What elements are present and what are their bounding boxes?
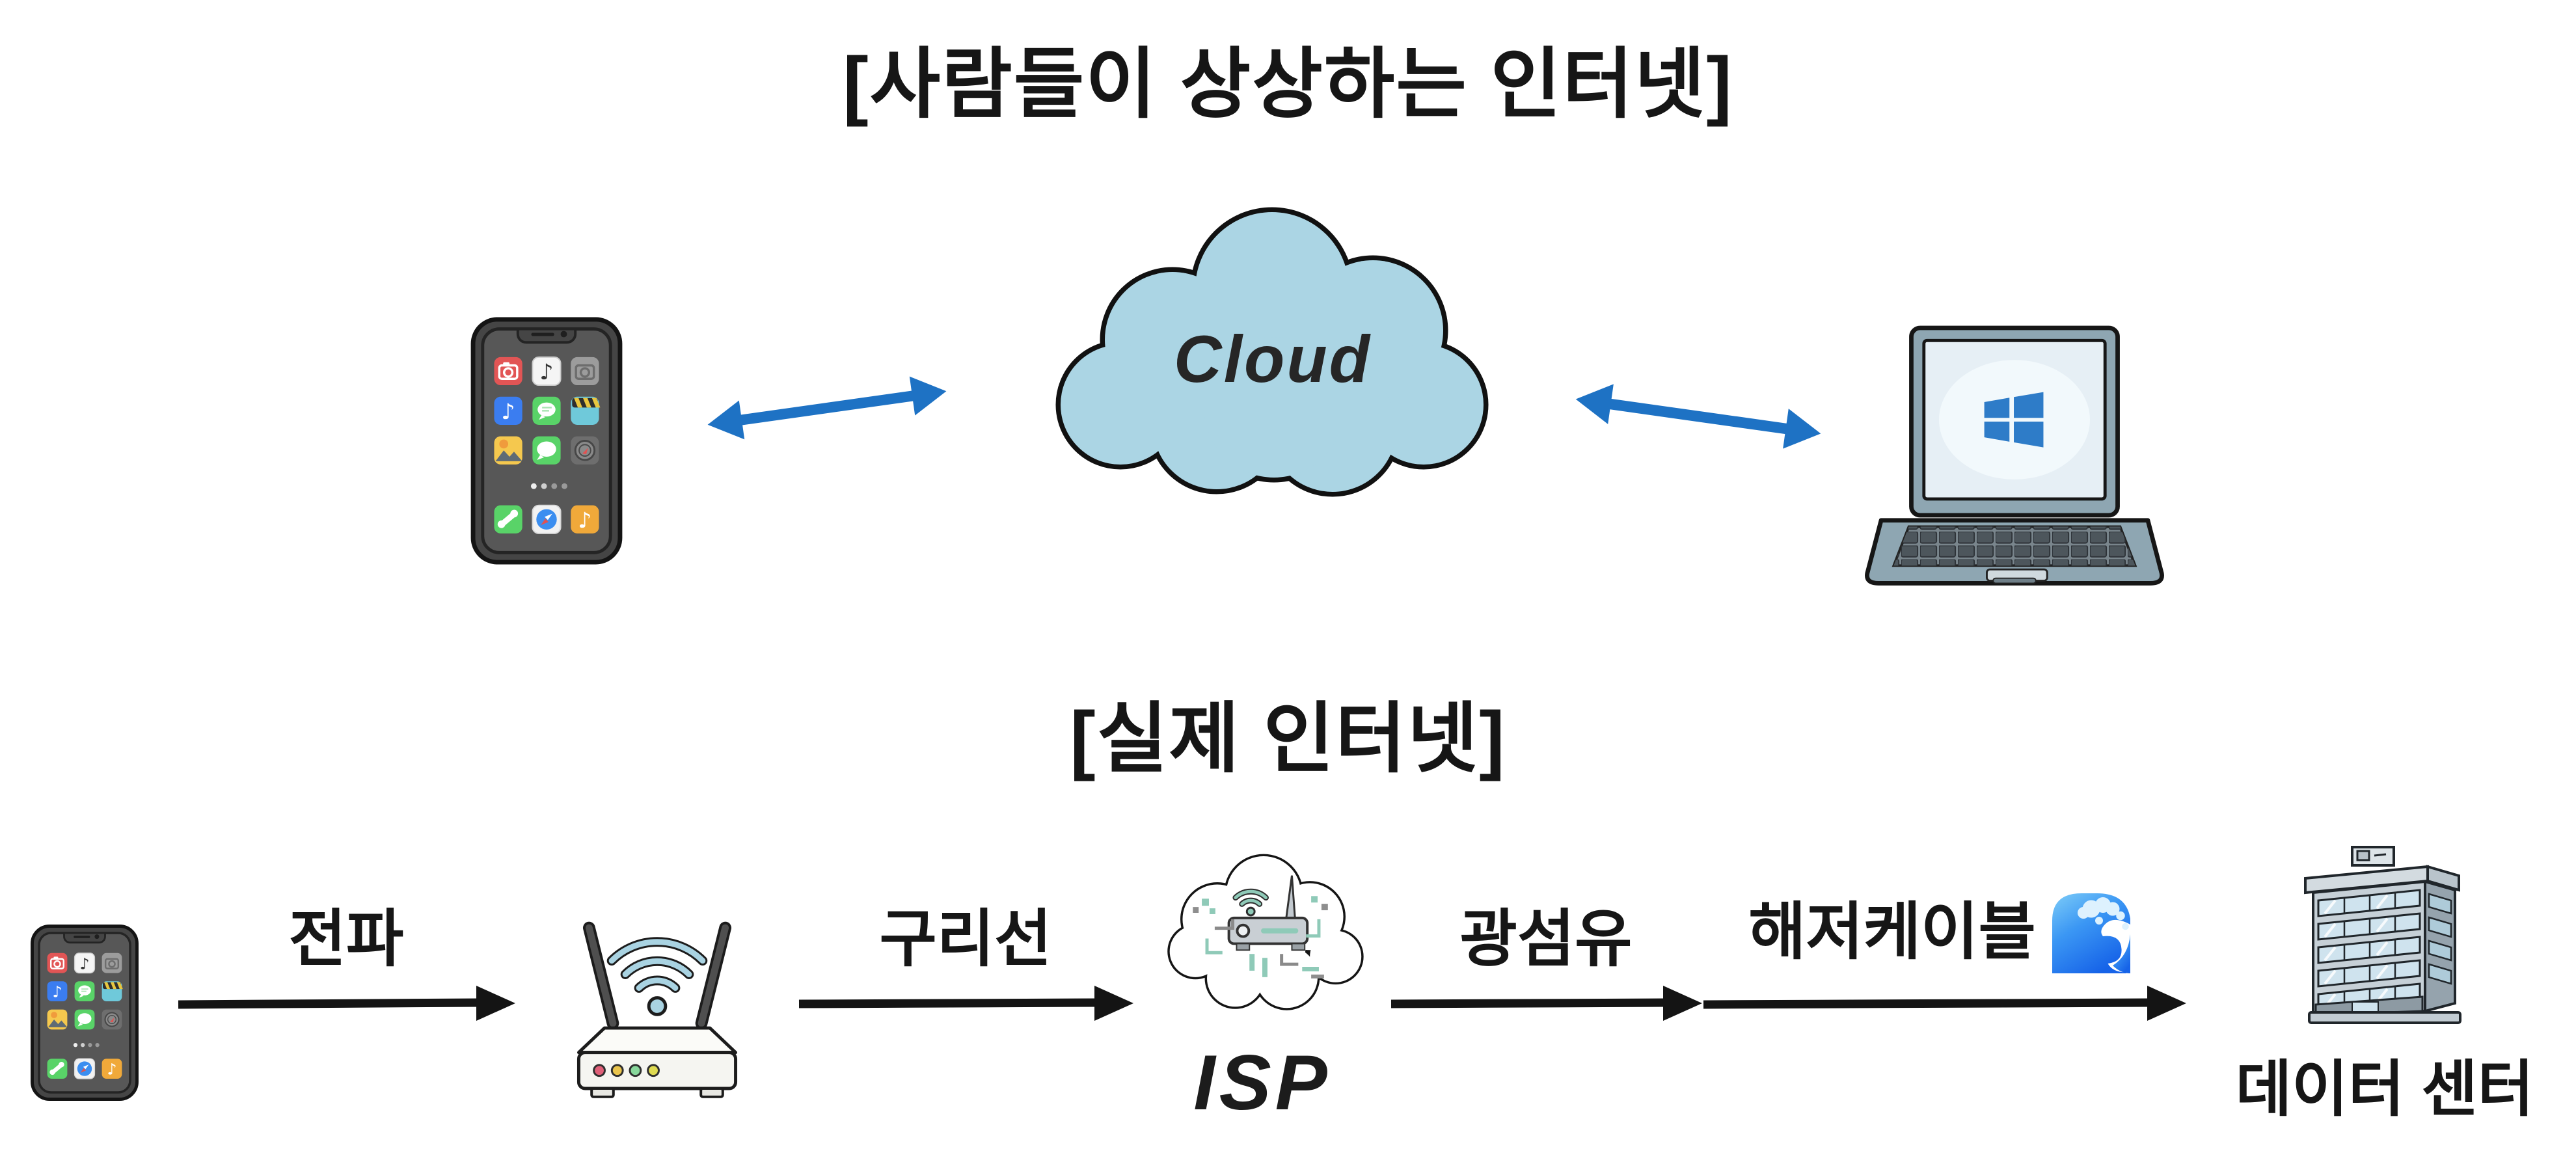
circuit-decoration xyxy=(1193,896,1328,979)
link-label: 구리선 xyxy=(879,904,1052,974)
link-radio-wave: 전파 xyxy=(174,906,518,1024)
imagined-internet-title: [사람들이 상상하는 인터넷] xyxy=(843,42,1733,128)
black-arrow-icon xyxy=(1390,985,1702,1021)
link-copper-wire: 구리선 xyxy=(795,906,1136,1024)
isp-cloud-icon xyxy=(1167,854,1364,1010)
blue-double-arrow-icon xyxy=(701,360,953,455)
link-label: 전파 xyxy=(288,904,404,974)
link-submarine-cable: 해저케이블 xyxy=(1700,884,2189,1024)
datacenter-group: 데이터 센터 xyxy=(2201,841,2569,1128)
black-arrow-icon xyxy=(798,985,1133,1021)
link-optical-fiber: 광섬유 xyxy=(1387,906,1705,1024)
windows-logo-icon xyxy=(1984,392,2044,448)
smartphone-icon xyxy=(30,924,139,1102)
link-label: 해저케이블 xyxy=(1748,897,2036,967)
datacenter-building-icon xyxy=(2304,846,2461,1024)
building-side-windows xyxy=(2428,893,2452,985)
cloud-label: Cloud xyxy=(1174,322,1372,396)
link-label: 광섬유 xyxy=(1459,904,1633,974)
wifi-signal-icon xyxy=(606,937,708,993)
wifi-router-icon xyxy=(576,921,738,1098)
blue-double-arrow-icon xyxy=(1569,368,1828,465)
datacenter-label: 데이터 센터 xyxy=(2235,1055,2534,1123)
windows-laptop-icon xyxy=(1865,325,2164,586)
real-internet-title: [실제 인터넷] xyxy=(1070,696,1506,782)
black-arrow-icon xyxy=(1703,986,2186,1021)
router-leds xyxy=(593,1064,660,1077)
isp-wifi-icon xyxy=(1232,888,1269,907)
isp-label: ISP xyxy=(1193,1039,1331,1126)
cloud-group: Cloud xyxy=(1022,193,1524,526)
ocean-wave-icon xyxy=(2052,893,2130,973)
cloud-icon xyxy=(1055,207,1489,497)
isp-router-icon xyxy=(1227,875,1309,951)
isp-group: ISP xyxy=(1153,843,1372,1128)
smartphone-icon xyxy=(470,316,623,565)
black-arrow-icon xyxy=(178,985,515,1021)
